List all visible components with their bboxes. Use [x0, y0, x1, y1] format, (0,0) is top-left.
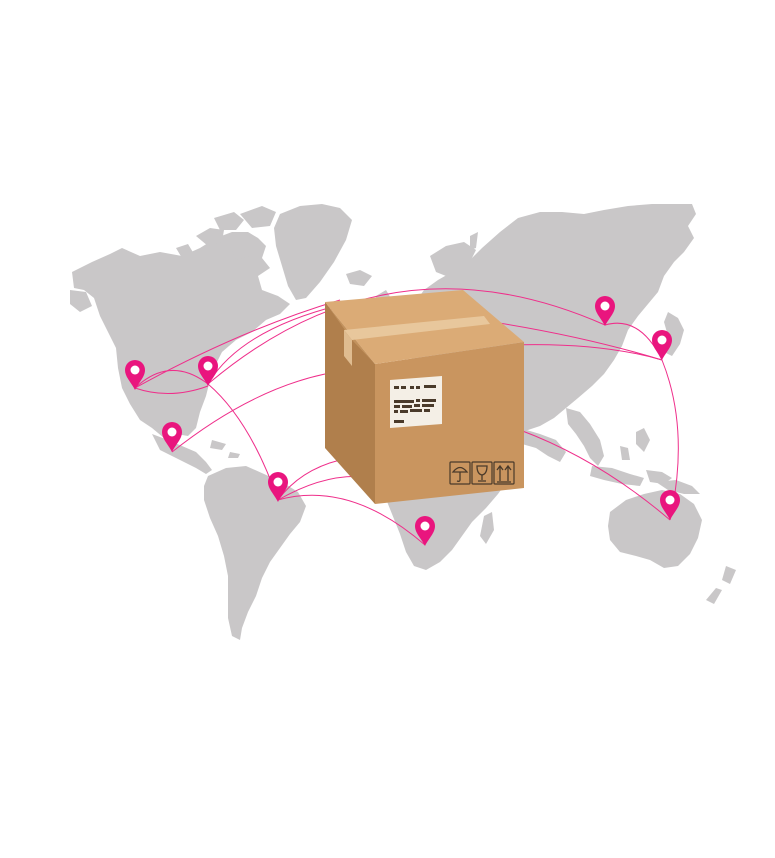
route-line	[134, 385, 209, 395]
label-mark	[401, 386, 406, 389]
caribbean	[210, 440, 240, 458]
north-america	[72, 232, 290, 438]
route-line	[519, 429, 671, 521]
label-mark	[410, 386, 414, 389]
cardboard-box	[325, 290, 524, 504]
new-guinea	[656, 480, 700, 494]
shipping-label	[390, 376, 442, 428]
central-america	[152, 434, 212, 474]
location-pin-icon	[125, 360, 145, 390]
label-mark	[402, 405, 412, 408]
label-barcode-marks	[394, 385, 436, 423]
box-tape-side	[344, 330, 352, 366]
route-line	[479, 319, 663, 361]
label-mark	[394, 410, 398, 413]
label-mark	[424, 385, 436, 388]
box-tape	[344, 316, 490, 340]
canada-islands	[176, 206, 276, 260]
route-line	[207, 288, 606, 385]
this-way-up-icon	[493, 461, 515, 485]
label-mark	[416, 386, 420, 389]
label-mark	[394, 386, 399, 389]
label-mark	[394, 405, 400, 408]
indonesia	[590, 428, 672, 486]
alaska-tip	[70, 290, 92, 312]
route-line	[277, 494, 426, 546]
label-mark	[424, 409, 430, 412]
location-pin-icon	[162, 422, 182, 452]
location-pin-icon	[268, 472, 288, 502]
location-pin-icon	[198, 356, 218, 386]
box-side	[325, 302, 375, 504]
label-mark	[410, 409, 422, 412]
madagascar	[480, 512, 494, 544]
novaya-zemlya	[470, 232, 478, 250]
location-pin-icon	[652, 330, 672, 360]
route-line	[134, 299, 341, 389]
route-line	[509, 344, 663, 361]
route-line	[171, 373, 326, 453]
location-pin-icon	[415, 516, 435, 546]
new-zealand	[706, 566, 736, 604]
fragile-glass-icon	[471, 461, 493, 485]
route-line	[134, 370, 209, 389]
label-mark	[394, 420, 404, 423]
label-mark	[416, 399, 420, 402]
label-mark	[422, 399, 436, 402]
scandinavia	[430, 242, 476, 276]
label-mark	[394, 400, 414, 403]
label-mark	[414, 404, 420, 407]
iceland	[346, 270, 372, 286]
location-pin-icon	[595, 296, 615, 326]
location-pins	[125, 296, 680, 546]
label-mark	[422, 404, 434, 407]
greenland	[274, 204, 352, 300]
umbrella-icon	[449, 461, 471, 485]
label-mark	[400, 410, 408, 413]
south-america	[204, 466, 306, 640]
australia	[608, 490, 702, 568]
location-pin-icon	[660, 490, 680, 520]
southeast-asia	[566, 408, 604, 466]
handling-symbols	[449, 461, 515, 485]
